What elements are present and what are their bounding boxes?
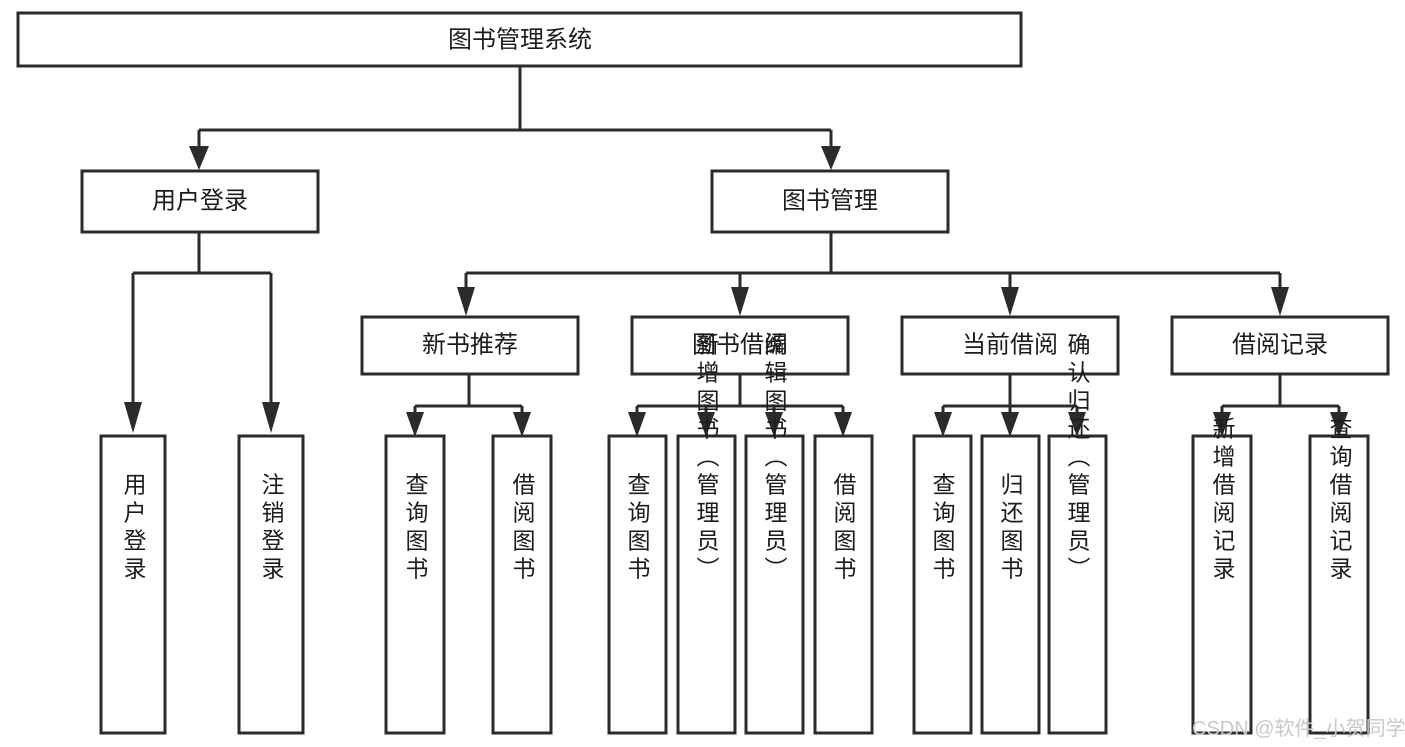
current-borrow-label: 当前借阅 (962, 331, 1058, 358)
leaf-add-record-label: 新增借阅记录 (1209, 417, 1236, 585)
arrow-head-leaf-user-login (124, 402, 142, 433)
leaf-confirm-return-label: 确认归还（管理员） (1064, 333, 1091, 585)
node-leaf-query-book-3[interactable]: 查询图书 (912, 434, 973, 735)
leaf-edit-book-box[interactable] (744, 434, 805, 735)
leaf-confirm-return-box[interactable] (1047, 434, 1108, 735)
leaf-add-record-box[interactable] (1191, 434, 1253, 735)
arrow-head-leaf-add-book (697, 412, 715, 437)
node-current-borrow[interactable]: 当前借阅 (900, 315, 1120, 376)
leaf-query-book-2-box[interactable] (607, 434, 668, 735)
leaf-user-login-label: 用户登录 (120, 473, 147, 585)
root-box[interactable] (16, 11, 1023, 68)
user-login-box[interactable] (80, 169, 320, 234)
leaf-return-book-label: 归还图书 (997, 473, 1024, 585)
book-borrow-box[interactable] (630, 315, 850, 376)
node-leaf-user-login[interactable]: 用户登录 (99, 434, 167, 735)
node-leaf-query-book-2[interactable]: 查询图书 (607, 434, 668, 735)
book-borrow-label: 图书借阅 (692, 331, 788, 358)
current-borrow-box[interactable] (900, 315, 1120, 376)
borrow-record-box[interactable] (1170, 315, 1390, 376)
arrow-head-leaf-add-record (1213, 412, 1231, 437)
arrow-head-book-manage (821, 146, 841, 170)
leaf-query-book-1-label: 查询图书 (402, 473, 429, 585)
arrow-head-new-book-rec (457, 287, 475, 316)
node-leaf-add-record[interactable]: 新增借阅记录 (1191, 417, 1253, 735)
node-leaf-add-book[interactable]: 新增图书（管理员） (676, 333, 737, 735)
arrow-head-borrow-record (1271, 287, 1289, 316)
node-leaf-borrow-book-2[interactable]: 借阅图书 (813, 434, 874, 735)
leaf-query-book-3-box[interactable] (912, 434, 973, 735)
node-leaf-return-book[interactable]: 归还图书 (980, 434, 1041, 735)
node-user-login[interactable]: 用户登录 (80, 169, 320, 234)
leaf-logout-label: 注销登录 (258, 473, 285, 585)
node-new-book-rec[interactable]: 新书推荐 (360, 315, 580, 376)
arrow-head-leaf-edit-book (765, 412, 783, 437)
node-book-borrow[interactable]: 图书借阅 (630, 315, 850, 376)
arrow-head-current-borrow (1001, 287, 1019, 316)
book-manage-label: 图书管理 (782, 187, 878, 214)
arrow-head-leaf-query-book-2 (628, 412, 646, 437)
node-leaf-query-book-1[interactable]: 查询图书 (384, 434, 446, 735)
leaf-add-book-box[interactable] (676, 434, 737, 735)
leaf-borrow-book-1-box[interactable] (491, 434, 553, 735)
root-label: 图书管理系统 (448, 26, 592, 53)
arrow-head-leaf-confirm-return (1068, 412, 1086, 437)
new-book-rec-box[interactable] (360, 315, 580, 376)
arrow-head-leaf-borrow-book-1 (513, 412, 531, 437)
arrow-head-user-login (189, 146, 209, 170)
arrow-head-leaf-borrow-book-2 (834, 412, 852, 437)
borrow-record-label: 借阅记录 (1232, 331, 1328, 358)
new-book-rec-label: 新书推荐 (422, 331, 518, 358)
leaf-borrow-book-2-box[interactable] (813, 434, 874, 735)
leaf-query-book-3-label: 查询图书 (929, 473, 956, 585)
arrow-head-leaf-logout (262, 402, 280, 433)
connector-layer (124, 66, 1348, 437)
node-leaf-query-record[interactable]: 查询借阅记录 (1308, 417, 1370, 735)
leaf-query-book-2-label: 查询图书 (624, 473, 651, 585)
node-book-manage[interactable]: 图书管理 (710, 169, 950, 234)
leaf-query-record-label: 查询借阅记录 (1326, 417, 1353, 585)
arrow-head-book-borrow (731, 287, 749, 316)
user-login-label: 用户登录 (152, 187, 248, 214)
node-borrow-record[interactable]: 借阅记录 (1170, 315, 1390, 376)
node-leaf-edit-book[interactable]: 编辑图书（管理员） (744, 333, 805, 735)
arrow-head-leaf-query-book-3 (934, 412, 952, 437)
leaf-query-book-1-box[interactable] (384, 434, 446, 735)
arrow-head-leaf-query-record (1330, 412, 1348, 437)
leaf-add-book-label: 新增图书（管理员） (693, 333, 720, 585)
leaf-logout-box[interactable] (237, 434, 305, 735)
leaf-borrow-book-1-label: 借阅图书 (509, 473, 536, 585)
leaf-edit-book-label: 编辑图书（管理员） (761, 333, 788, 585)
leaf-query-record-box[interactable] (1308, 434, 1370, 735)
arrow-head-leaf-return-book (1001, 412, 1019, 437)
node-leaf-logout[interactable]: 注销登录 (237, 434, 305, 735)
arrow-head-leaf-query-book-1 (406, 412, 424, 437)
csdn-watermark: CSDN @软件_小贺同学 (1192, 717, 1405, 740)
node-leaf-confirm-return[interactable]: 确认归还（管理员） (1047, 333, 1108, 735)
leaf-user-login-box[interactable] (99, 434, 167, 735)
leaf-borrow-book-2-label: 借阅图书 (830, 473, 857, 585)
leaf-return-book-box[interactable] (980, 434, 1041, 735)
node-leaf-borrow-book-1[interactable]: 借阅图书 (491, 434, 553, 735)
node-root[interactable]: 图书管理系统 (16, 11, 1023, 68)
book-manage-box[interactable] (710, 169, 950, 234)
